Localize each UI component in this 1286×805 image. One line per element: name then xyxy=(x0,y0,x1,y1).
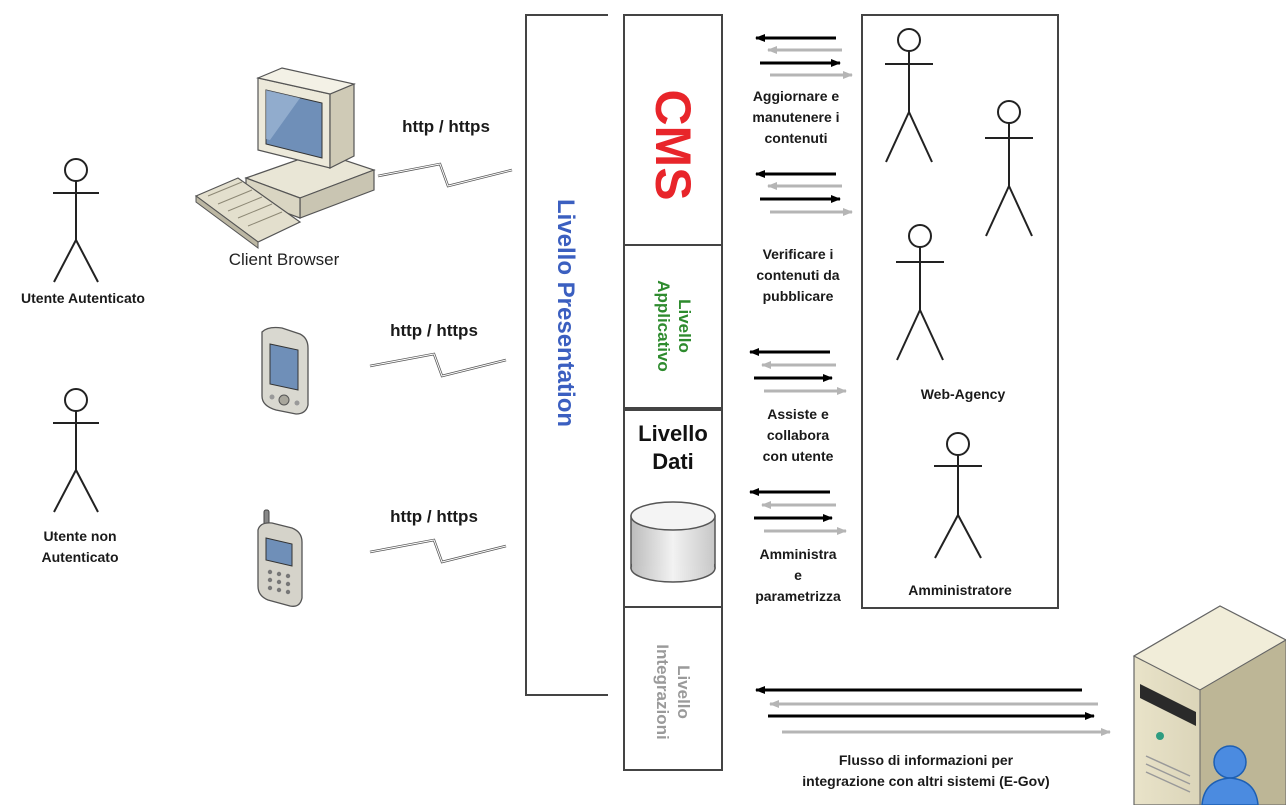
activity-1-line2: manutenere i xyxy=(752,109,840,125)
applicativo-label-line2: Applicativo xyxy=(654,280,673,372)
connection-zigzags xyxy=(369,162,513,564)
arrows-group-4 xyxy=(749,488,847,535)
integrazioni-box xyxy=(623,606,723,771)
integration-flow-line1: Flusso di informazioni per xyxy=(838,752,1014,768)
stick-figures xyxy=(53,28,1033,559)
activity-arrows xyxy=(749,34,1111,736)
activity-label-1: Aggiornare e manutenere i contenuti xyxy=(736,86,856,149)
activity-2-line2: contenuti da xyxy=(756,267,840,283)
pda-device-icon xyxy=(261,326,309,415)
dati-label-line2: Dati xyxy=(652,449,694,474)
web-agency-label: Web-Agency xyxy=(920,386,1006,402)
anon-user-figure xyxy=(53,388,99,513)
integrazioni-label-line1: Livello xyxy=(674,665,693,719)
admin-label: Amministratore xyxy=(908,582,1012,598)
arrows-group-3 xyxy=(749,348,847,395)
dati-label: Livello Dati xyxy=(626,420,720,476)
presentation-layer-box xyxy=(525,14,608,696)
anon-user-label-line2: Autenticato xyxy=(41,549,119,565)
activity-3-line3: con utente xyxy=(762,448,834,464)
client-browser-label: Client Browser xyxy=(228,250,340,269)
desktop-computer-icon xyxy=(194,67,376,249)
integrazioni-label-line2: Integrazioni xyxy=(653,644,672,740)
web-agency-figure-3 xyxy=(896,224,944,361)
protocol-label-3: http / https xyxy=(390,507,478,526)
integration-flow-label: Flusso di informazioni per integrazione … xyxy=(756,750,1096,792)
anon-user-label-line1: Utente non xyxy=(43,528,117,544)
activity-3-line1: Assiste e xyxy=(767,406,829,422)
activity-4-line2: e xyxy=(794,567,802,583)
arrows-group-1 xyxy=(755,34,853,79)
web-agency-figure-1 xyxy=(885,28,933,163)
arrows-group-2 xyxy=(755,170,853,216)
activity-4-line1: Amministra xyxy=(759,546,837,562)
presentation-layer-label: Livello Presentation xyxy=(552,198,579,428)
web-agency-figure-2 xyxy=(985,100,1033,237)
activity-2-line1: Verificare i xyxy=(762,246,834,262)
activity-4-line3: parametrizza xyxy=(755,588,841,604)
activity-3-line2: collabora xyxy=(766,427,830,443)
database-icon xyxy=(630,501,716,583)
cms-label: CMS xyxy=(645,89,701,201)
auth-user-figure xyxy=(53,158,99,283)
activity-1-line3: contenuti xyxy=(764,130,828,146)
actors-box xyxy=(861,14,1059,609)
activity-label-2: Verificare i contenuti da pubblicare xyxy=(740,244,856,307)
integrazioni-label: Livello Integrazioni xyxy=(650,630,694,754)
protocol-label-2: http / https xyxy=(390,321,478,340)
admin-figure xyxy=(934,432,982,559)
applicativo-label: Livello Applicativo xyxy=(651,267,695,385)
auth-user-label: Utente Autenticato xyxy=(21,290,145,306)
integration-flow-line2: integrazione con altri sistemi (E-Gov) xyxy=(802,773,1050,789)
activity-1-line1: Aggiornare e xyxy=(752,88,840,104)
dati-label-line1: Livello xyxy=(638,421,708,446)
protocol-label-1: http / https xyxy=(402,117,490,136)
activity-2-line3: pubblicare xyxy=(762,288,834,304)
applicativo-label-line1: Livello xyxy=(675,299,694,353)
applicativo-box xyxy=(623,244,723,409)
activity-label-3: Assiste e collabora con utente xyxy=(740,404,856,467)
anon-user-label: Utente non Autenticato xyxy=(20,526,140,568)
arrows-integration xyxy=(755,686,1111,736)
server-icon xyxy=(1132,605,1286,805)
activity-label-4: Amministra e parametrizza xyxy=(740,544,856,607)
mobile-phone-icon xyxy=(257,509,303,607)
